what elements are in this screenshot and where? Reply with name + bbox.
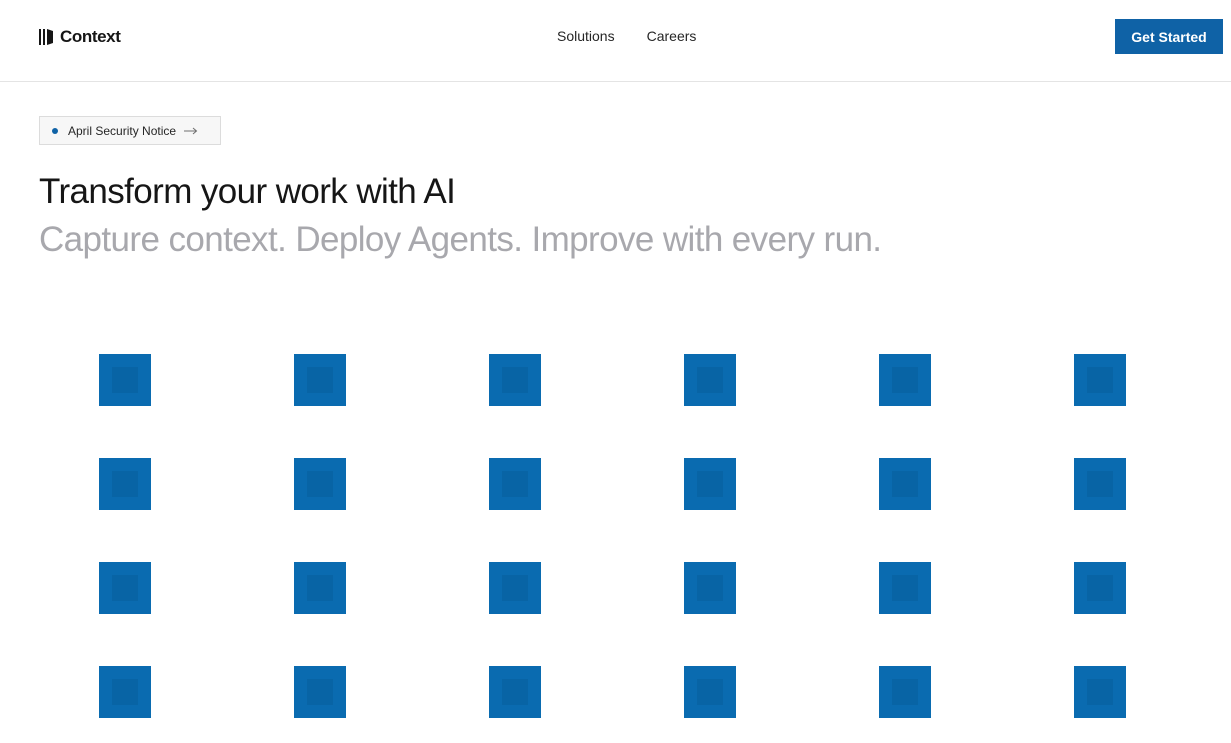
decorative-tile	[294, 354, 346, 406]
tile-inner-square	[112, 471, 138, 497]
tile-inner-square	[307, 471, 333, 497]
tile-inner-square	[307, 679, 333, 705]
context-logo-icon	[39, 29, 53, 45]
tile-inner-square	[307, 367, 333, 393]
tile-inner-square	[697, 575, 723, 601]
tile-inner-square	[1087, 679, 1113, 705]
tile-inner-square	[1087, 575, 1113, 601]
decorative-tile	[489, 458, 541, 510]
site-header: Context Solutions Careers Get Started	[0, 0, 1231, 82]
logo[interactable]: Context	[38, 27, 121, 47]
decorative-tile	[489, 354, 541, 406]
decorative-tile	[879, 458, 931, 510]
hero-title: Transform your work with AI	[39, 172, 456, 211]
hero-subtitle: Capture context. Deploy Agents. Improve …	[39, 220, 882, 259]
tile-inner-square	[502, 575, 528, 601]
tile-inner-square	[892, 575, 918, 601]
tile-inner-square	[502, 471, 528, 497]
tile-inner-square	[502, 367, 528, 393]
tile-inner-square	[1087, 471, 1113, 497]
decorative-tile	[294, 458, 346, 510]
get-started-button[interactable]: Get Started	[1115, 19, 1223, 54]
main-nav: Solutions Careers	[557, 28, 696, 44]
decorative-tile	[684, 562, 736, 614]
tile-inner-square	[112, 367, 138, 393]
logo-text: Context	[60, 27, 121, 46]
decorative-tile	[684, 354, 736, 406]
decorative-tile	[684, 666, 736, 718]
tile-inner-square	[1087, 367, 1113, 393]
decorative-tile	[489, 666, 541, 718]
nav-link-careers[interactable]: Careers	[646, 28, 697, 44]
decorative-tile	[879, 354, 931, 406]
tile-inner-square	[112, 575, 138, 601]
tile-inner-square	[697, 367, 723, 393]
tile-inner-square	[697, 679, 723, 705]
tile-inner-square	[112, 679, 138, 705]
nav-link-solutions[interactable]: Solutions	[557, 28, 615, 44]
decorative-tile	[1074, 458, 1126, 510]
tile-inner-square	[892, 679, 918, 705]
decorative-tile	[99, 562, 151, 614]
arrow-right-icon	[184, 127, 198, 134]
notice-label: April Security Notice	[68, 123, 177, 138]
decorative-tile	[489, 562, 541, 614]
security-notice-link[interactable]: April Security Notice	[39, 116, 221, 145]
tile-inner-square	[892, 471, 918, 497]
tile-inner-square	[502, 679, 528, 705]
decorative-tile	[294, 562, 346, 614]
decorative-tile	[294, 666, 346, 718]
tile-inner-square	[892, 367, 918, 393]
tile-inner-square	[697, 471, 723, 497]
decorative-tile	[879, 562, 931, 614]
decorative-tile	[1074, 562, 1126, 614]
decorative-tile	[684, 458, 736, 510]
notice-dot-icon	[52, 127, 58, 134]
decorative-tile	[1074, 666, 1126, 718]
decorative-tile	[879, 666, 931, 718]
decorative-tile	[99, 354, 151, 406]
decorative-tile	[99, 666, 151, 718]
decorative-tile	[99, 458, 151, 510]
decorative-tile	[1074, 354, 1126, 406]
tile-inner-square	[307, 575, 333, 601]
